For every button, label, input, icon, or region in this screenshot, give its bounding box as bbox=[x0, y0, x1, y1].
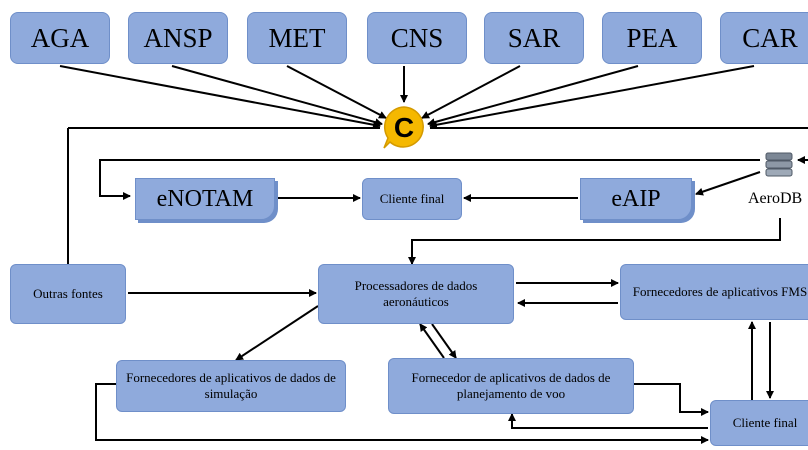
source-box-met: MET bbox=[247, 12, 347, 64]
enotam-box: eNOTAM bbox=[135, 178, 275, 220]
source-box-ansp: ANSP bbox=[128, 12, 228, 64]
cliente-final-bottom-box: Cliente final bbox=[710, 400, 808, 446]
eaip-box: eAIP bbox=[580, 178, 692, 220]
simulacao-box: Fornecedores de aplicativos de dados de … bbox=[116, 360, 346, 412]
source-box-car: CAR bbox=[720, 12, 808, 64]
source-box-pea: PEA bbox=[602, 12, 702, 64]
source-box-aga: AGA bbox=[10, 12, 110, 64]
source-box-cns: CNS bbox=[367, 12, 467, 64]
hub-letter: C bbox=[394, 112, 414, 143]
cliente-final-top-box: Cliente final bbox=[362, 178, 462, 220]
planejamento-box: Fornecedor de aplicativos de dados de pl… bbox=[388, 358, 634, 414]
database-icon bbox=[765, 152, 793, 177]
source-box-sar: SAR bbox=[484, 12, 584, 64]
fms-box: Fornecedores de aplicativos FMS bbox=[620, 264, 808, 320]
processadores-box: Processadores de dados aeronáuticos bbox=[318, 264, 514, 324]
aerodb-label: AeroDB bbox=[748, 190, 803, 207]
hub-c-icon: C bbox=[383, 106, 424, 149]
outras-fontes-box: Outras fontes bbox=[10, 264, 126, 324]
